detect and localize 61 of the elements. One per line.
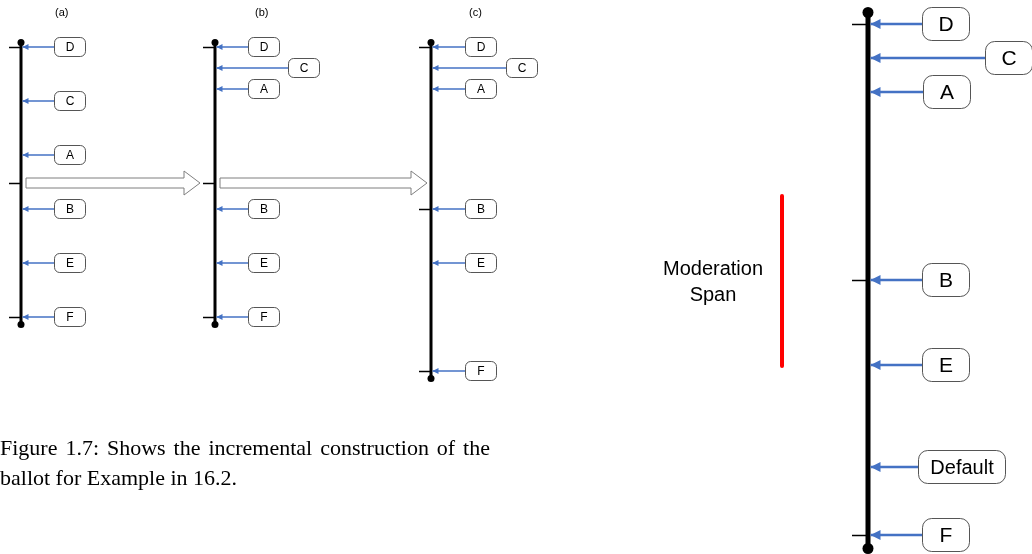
arrow: [215, 65, 289, 71]
arrow: [870, 53, 985, 63]
arrow: [870, 462, 918, 472]
block-arrow: [25, 170, 201, 196]
arrow: [21, 260, 55, 266]
arrow: [215, 206, 249, 212]
candidate-box: D: [922, 7, 970, 41]
arrow: [870, 275, 922, 285]
candidate-box: C: [506, 58, 538, 78]
arrow: [431, 368, 466, 374]
arrow: [21, 44, 55, 50]
arrow: [431, 86, 466, 92]
ballot-axis: [201, 37, 221, 329]
panel-label: (c): [469, 6, 482, 18]
candidate-box: F: [248, 307, 280, 327]
candidate-box: E: [922, 348, 970, 382]
arrow: [215, 44, 249, 50]
arrow: [431, 65, 507, 71]
candidate-box: D: [248, 37, 280, 57]
figure-caption: Figure 1.7: Shows the incremental construction of the ballot for Example in 16.2.: [0, 434, 490, 492]
candidate-box: B: [465, 199, 497, 219]
candidate-box: C: [288, 58, 320, 78]
arrow: [870, 87, 923, 97]
ballot-axis: [417, 37, 437, 383]
candidate-box: F: [922, 518, 970, 552]
arrow: [21, 314, 55, 320]
arrow: [431, 260, 466, 266]
candidate-box: E: [465, 253, 497, 273]
candidate-box: Default: [918, 450, 1006, 484]
panel-label: (a): [55, 6, 69, 18]
span-label: Moderation Span: [661, 256, 765, 307]
candidate-box: B: [248, 199, 280, 219]
candidate-box: E: [248, 253, 280, 273]
candidate-box: D: [465, 37, 497, 57]
candidate-box: A: [923, 75, 971, 109]
arrow: [431, 44, 466, 50]
panel-label: (b): [255, 6, 269, 18]
arrow: [431, 206, 466, 212]
candidate-box: B: [54, 199, 86, 219]
candidate-box: E: [54, 253, 86, 273]
block-arrow: [219, 170, 428, 196]
arrow: [21, 206, 55, 212]
arrow: [215, 86, 249, 92]
arrow: [870, 530, 922, 540]
arrow: [215, 314, 249, 320]
candidate-box: F: [54, 307, 86, 327]
arrow: [870, 360, 922, 370]
candidate-box: A: [465, 79, 497, 99]
arrow: [215, 260, 249, 266]
arrow: [870, 19, 922, 29]
candidate-box: A: [248, 79, 280, 99]
candidate-box: A: [54, 145, 86, 165]
arrow: [21, 98, 55, 104]
candidate-box: D: [54, 37, 86, 57]
ballot-axis: [7, 37, 27, 329]
candidate-box: F: [465, 361, 497, 381]
arrow: [21, 152, 55, 158]
ballot-axis: [850, 5, 876, 554]
candidate-box: C: [985, 41, 1032, 75]
candidate-box: C: [54, 91, 86, 111]
candidate-box: B: [922, 263, 970, 297]
